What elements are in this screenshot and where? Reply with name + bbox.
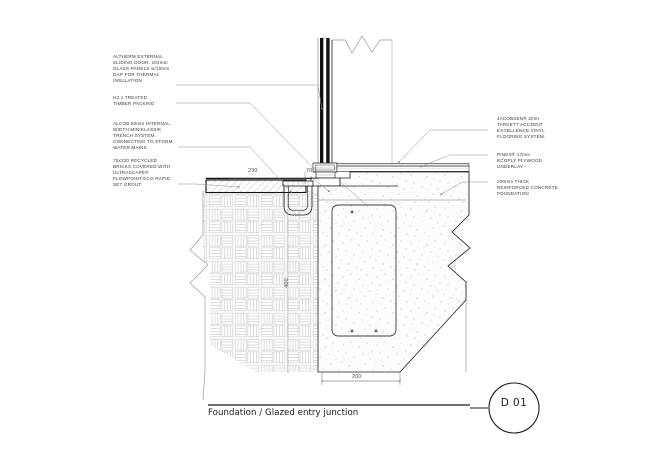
sliding-door-assembly bbox=[317, 37, 393, 170]
dimension-70: 70 bbox=[306, 168, 313, 174]
internal-floor-buildup bbox=[336, 163, 470, 172]
reinforced-concrete-foundation bbox=[317, 171, 471, 373]
leader-line-group bbox=[176, 84, 488, 207]
detail-reference-label: D 01 bbox=[500, 397, 528, 409]
trench-system-note: ALCOB 50mm INTERNAL WIDTH MINIKLASSIK TR… bbox=[113, 121, 173, 150]
plywood-underlay-note: PINEX® 17mm ECOPLY PLYWOOD UNDERLAY bbox=[497, 152, 543, 169]
detail-reference-bubble bbox=[488, 382, 540, 434]
vinyl-flooring-note: JACOBSEN® 2mm TARKETT ACCZENT EXCELLENCE… bbox=[497, 116, 546, 139]
dimension-200: 200 bbox=[352, 374, 362, 380]
drawing-title: Foundation / Glazed entry junction bbox=[208, 408, 359, 418]
title-block bbox=[208, 382, 540, 434]
timber-packing-note: H3.1 TREATED TIMBER PACKING bbox=[113, 95, 155, 106]
dimension-400: 400 bbox=[283, 278, 290, 288]
threshold-sill-detail bbox=[310, 162, 341, 187]
concrete-foundation-note: 200mm THICK REINFORCED CONCRETE FOUNDATI… bbox=[497, 179, 558, 196]
dimension-230: 230 bbox=[248, 168, 258, 174]
dimension-line-group bbox=[226, 172, 402, 385]
sliding-door-note: ALTHERM EXTERNAL SLIDING DOOR. 204mm GLA… bbox=[113, 54, 170, 83]
recycled-bricks-note: 75x230 RECYCLED BRICKS COVERED WITH ULTR… bbox=[113, 158, 171, 187]
